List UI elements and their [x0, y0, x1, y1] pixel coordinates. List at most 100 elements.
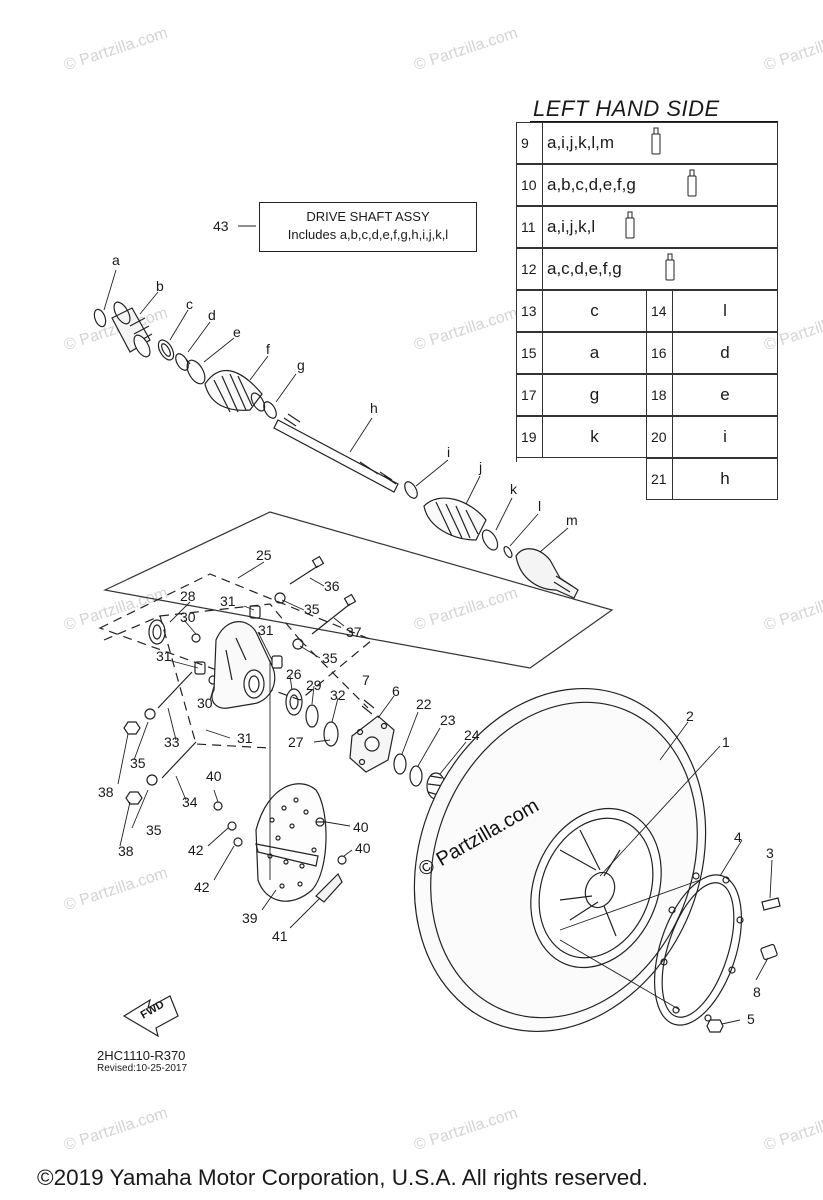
- circlip-a: [93, 308, 107, 328]
- row-number: 15: [517, 333, 543, 373]
- grease-tube-icon: [665, 253, 675, 281]
- callout-f: f: [266, 341, 270, 357]
- callout-40: 40: [353, 819, 369, 835]
- row-number: 20: [647, 417, 673, 457]
- callout-43: 43: [213, 218, 229, 234]
- beadlock-ring-4: [653, 872, 744, 1026]
- bearing-26: [285, 688, 303, 716]
- drive-shaft-box: DRIVE SHAFT ASSY Includes a,b,c,d,e,f,g,…: [259, 202, 477, 252]
- callout-30: 30: [197, 695, 213, 711]
- callout-3: 3: [766, 845, 774, 861]
- boot-f: [204, 369, 266, 413]
- bushing-35: [274, 592, 286, 604]
- wheel-1: [413, 687, 707, 1033]
- bolt-5: [706, 1019, 724, 1033]
- outer-joint-m: [515, 548, 579, 599]
- row-number: 11: [517, 207, 543, 247]
- callout-36: 36: [324, 578, 340, 594]
- fwd-arrow-icon: [122, 995, 179, 1038]
- callout-25: 25: [256, 547, 272, 563]
- callout-35: 35: [146, 822, 162, 838]
- row-code: d: [720, 343, 730, 362]
- grease-tube-icons: [625, 127, 697, 281]
- nut-38: [125, 791, 143, 805]
- callout-k: k: [510, 481, 517, 497]
- knuckle: [211, 621, 276, 709]
- row-code: h: [720, 469, 730, 488]
- callout-40: 40: [206, 768, 222, 784]
- table-row: 13 c 14 l: [516, 290, 778, 332]
- row-number: 13: [517, 291, 543, 331]
- callout-7: 7: [362, 672, 370, 688]
- table-row: 19 k 20 i: [516, 416, 778, 458]
- row-number: 18: [647, 375, 673, 415]
- table-edge: [516, 458, 517, 462]
- bushing-35: [292, 638, 304, 650]
- band-e: [186, 359, 206, 385]
- band-i: [404, 481, 418, 499]
- callout-31: 31: [220, 593, 236, 609]
- row-code: a: [543, 333, 647, 373]
- callout-38: 38: [98, 784, 114, 800]
- callout-32: 32: [330, 687, 346, 703]
- nut-38: [123, 721, 141, 735]
- row-codes: a,i,j,k,l: [547, 217, 596, 236]
- callout-a: a: [112, 252, 120, 268]
- bolt-42: [227, 821, 237, 831]
- row-number: 10: [517, 165, 543, 205]
- brake-disc-39: [255, 783, 327, 902]
- callout-b: b: [156, 278, 164, 294]
- callout-31: 31: [237, 730, 253, 746]
- row-code: c: [543, 291, 647, 331]
- plate-41: [315, 872, 343, 903]
- callout-27: 27: [288, 734, 304, 750]
- row-number: 12: [517, 249, 543, 289]
- callout-g: g: [297, 357, 305, 373]
- callout-l: l: [538, 498, 542, 514]
- bolt-42: [233, 837, 243, 847]
- washer-22: [393, 753, 407, 775]
- grease-tube-icon: [687, 169, 697, 197]
- callout-c: c: [186, 296, 193, 312]
- nut-23: [409, 765, 423, 787]
- callout-35: 35: [130, 755, 146, 771]
- callout-40: 40: [355, 840, 371, 856]
- callout-33: 33: [164, 734, 180, 750]
- callout-38: 38: [118, 843, 134, 859]
- washer-35: [146, 774, 158, 786]
- callout-42: 42: [194, 879, 210, 895]
- row-number: 9: [517, 123, 543, 163]
- valve-cap-8: [760, 943, 778, 961]
- row-number: 17: [517, 375, 543, 415]
- callout-35: 35: [322, 650, 338, 666]
- row-code: l: [723, 301, 727, 320]
- callout-29: 29: [306, 677, 322, 693]
- seal-32: [323, 721, 339, 747]
- row-codes: a,c,d,e,f,g: [547, 259, 622, 278]
- table-row: 9 a,i,j,k,l,m: [516, 122, 778, 164]
- table-row: 15 a 16 d: [516, 332, 778, 374]
- bolt-33: [157, 671, 193, 709]
- row-number: 16: [647, 333, 673, 373]
- boot-j: [423, 497, 487, 541]
- callout-37: 37: [346, 624, 362, 640]
- hub-6: [349, 715, 395, 773]
- callout-42: 42: [188, 842, 204, 858]
- row-number: 19: [517, 417, 543, 457]
- drive-shaft-includes: Includes a,b,c,d,e,f,g,h,i,j,k,l: [287, 227, 449, 242]
- title-underline: [530, 121, 778, 122]
- valve-3: [761, 897, 781, 911]
- shaft-h: [273, 413, 399, 493]
- callout-35: 35: [304, 601, 320, 617]
- callout-41: 41: [272, 928, 288, 944]
- sleeve-31: [271, 655, 283, 669]
- callout-24: 24: [464, 727, 480, 743]
- row-number: 21: [647, 459, 673, 499]
- callout-8: 8: [753, 984, 761, 1000]
- grease-tube-icon: [651, 127, 661, 155]
- row-codes: a,i,j,k,l,m: [547, 133, 615, 152]
- sleeve-31: [249, 605, 261, 619]
- washer-35: [144, 708, 156, 720]
- row-code: k: [543, 417, 647, 457]
